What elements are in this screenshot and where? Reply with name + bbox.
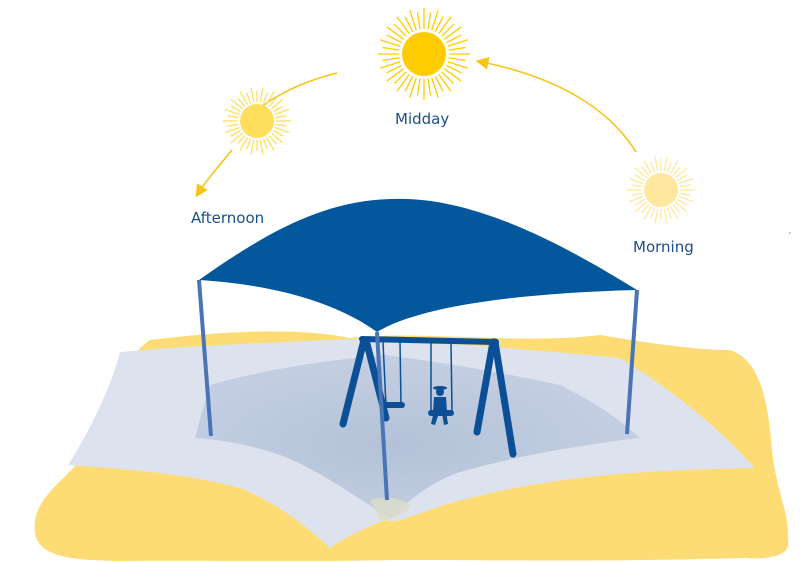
sun-ray [417, 13, 420, 30]
swing-chain [400, 342, 401, 405]
sun-ray [276, 124, 287, 126]
sun-ray [664, 209, 667, 224]
sun-ray [387, 27, 404, 39]
sun-ray [449, 47, 466, 50]
sun-ray [417, 79, 420, 96]
sun-icon-midday [402, 32, 446, 76]
sun-ray [428, 13, 431, 30]
sun-ray [631, 185, 642, 187]
sun-ray [439, 17, 451, 34]
sun-ray [263, 139, 267, 149]
swing-chain [451, 342, 452, 412]
sun-ray [680, 185, 691, 187]
sun-ray [655, 157, 658, 172]
sun-ray [655, 209, 658, 224]
sun-ray [247, 139, 251, 149]
sun-ray [444, 27, 461, 39]
swing-top-beam [362, 339, 496, 342]
sun-ray [428, 79, 431, 96]
sun-ray [227, 124, 238, 126]
sun-icon-morning [644, 173, 678, 207]
sun-ray [631, 193, 642, 195]
sun-ray [397, 17, 409, 34]
label-midday: Midday [395, 110, 449, 128]
sun-ray [251, 88, 254, 103]
sun-ray [667, 162, 671, 172]
sun-ray [260, 88, 263, 103]
sun-ray [664, 157, 667, 172]
sun-ray [667, 208, 671, 218]
shade-sail-canopy [199, 199, 637, 332]
sun-ray [449, 58, 466, 61]
arrow-afternoon-descent [199, 150, 232, 192]
sun-ray [383, 47, 400, 50]
sun-ray [383, 58, 400, 61]
swing-seat [381, 402, 405, 408]
sun-ray [251, 140, 254, 155]
sun-ray [444, 69, 461, 81]
sun-icon-afternoon [240, 104, 274, 138]
sun-ray [397, 74, 409, 91]
sun-ray [276, 116, 287, 118]
sun-ray [263, 93, 267, 103]
sun-ray [260, 140, 263, 155]
arrow-morning-to-midday [482, 62, 636, 152]
sun-ray [247, 93, 251, 103]
sun-ray [227, 116, 238, 118]
label-morning: Morning [633, 238, 694, 256]
sun-ray [387, 69, 404, 81]
sun-ray [651, 208, 655, 218]
sun-ray [651, 162, 655, 172]
sun-ray [439, 74, 451, 91]
sun-ray [680, 193, 691, 195]
label-afternoon: Afternoon [191, 209, 264, 227]
